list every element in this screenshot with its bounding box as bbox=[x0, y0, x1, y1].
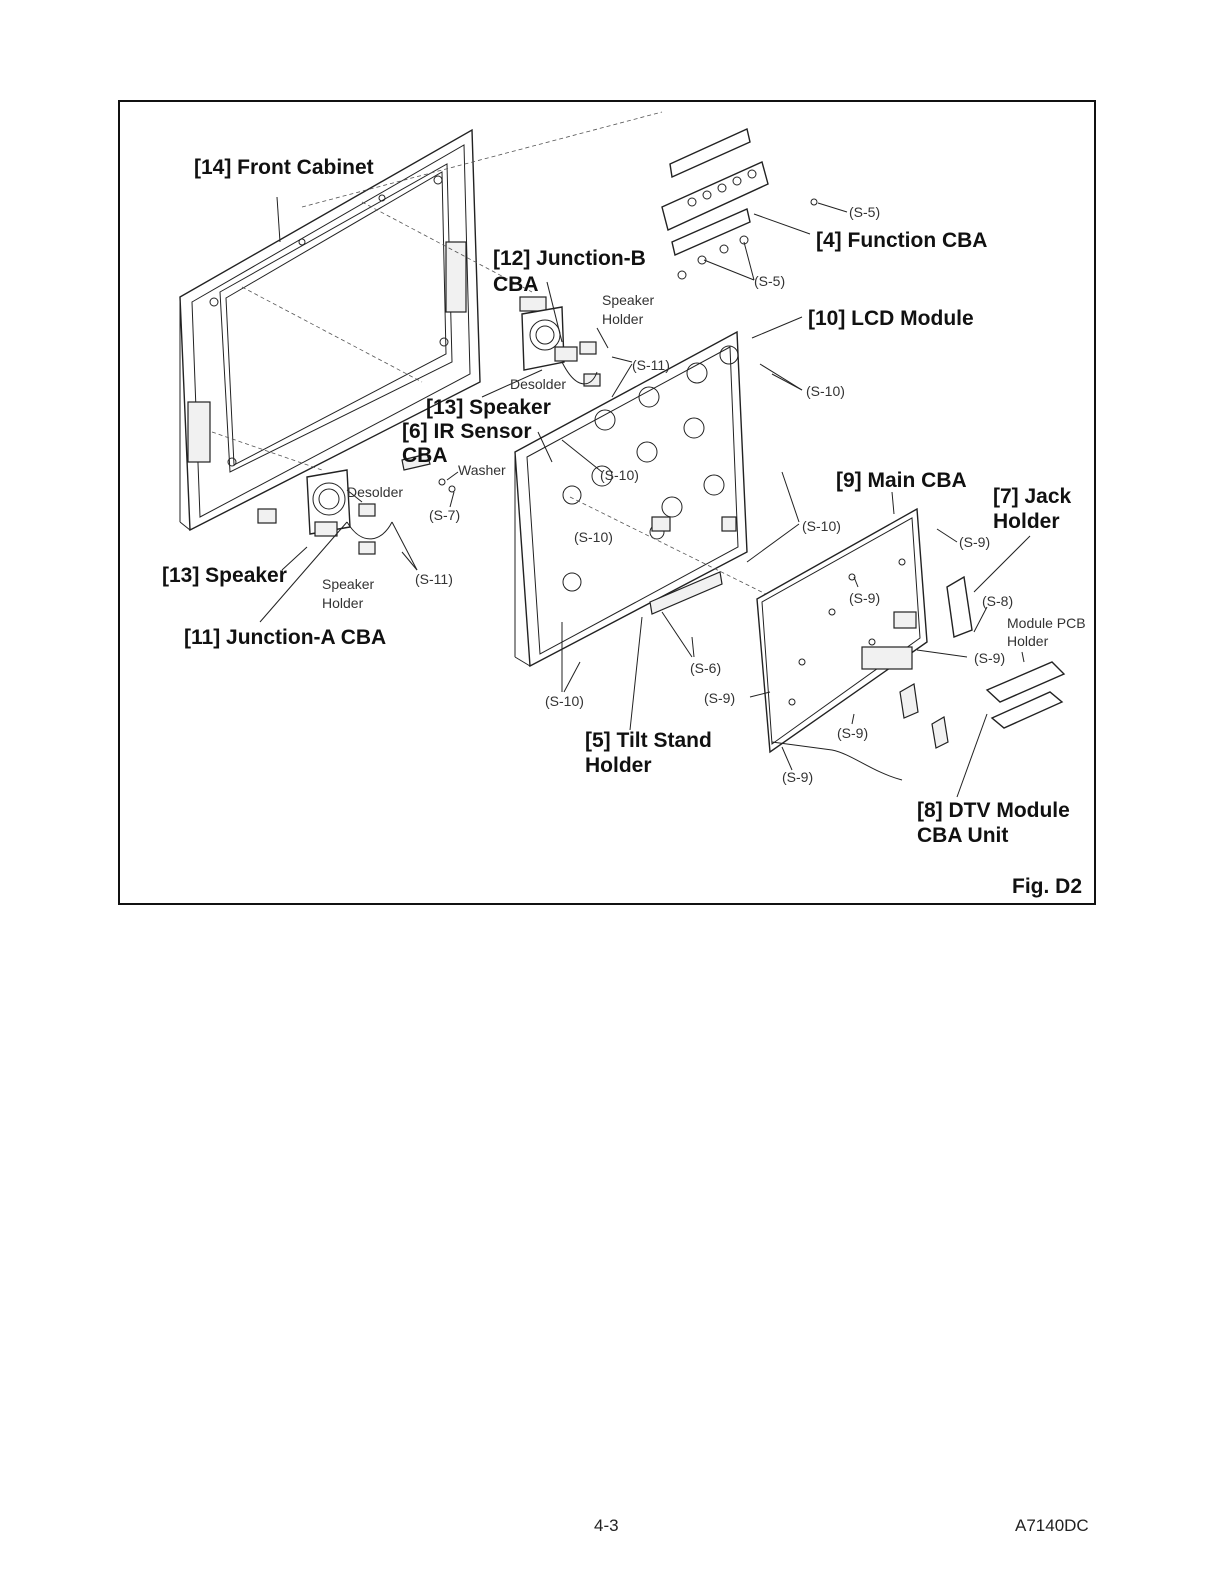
label-tilt-stand-holder-line2: Holder bbox=[585, 754, 652, 777]
callout-s10-left: (S-10) bbox=[574, 529, 613, 545]
page-number: 4-3 bbox=[594, 1516, 619, 1535]
figure-label: Fig. D2 bbox=[1012, 875, 1082, 898]
callout-s7: (S-7) bbox=[429, 507, 460, 523]
callout-desolder-lower: Desolder bbox=[347, 484, 403, 500]
label-main-cba: [9] Main CBA bbox=[836, 469, 967, 492]
callout-s9-b: (S-9) bbox=[849, 590, 880, 606]
callout-s10-right-top: (S-10) bbox=[806, 383, 845, 399]
callout-speaker-holder-upper-line2: Holder bbox=[602, 311, 644, 327]
main-cba-part bbox=[749, 491, 968, 781]
label-dtv-module-line2: CBA Unit bbox=[917, 824, 1008, 847]
callout-s5-bottom: (S-5) bbox=[754, 273, 785, 289]
callout-s11-lower: (S-11) bbox=[415, 571, 453, 587]
label-lcd-module: [10] LCD Module bbox=[808, 307, 974, 330]
ir-sensor-cba-part bbox=[401, 453, 459, 508]
callout-s9-d: (S-9) bbox=[704, 690, 735, 706]
function-cba-part bbox=[661, 128, 848, 281]
front-cabinet-part bbox=[179, 111, 663, 532]
label-front-cabinet: [14] Front Cabinet bbox=[194, 156, 374, 179]
callout-s10-mid: (S-10) bbox=[600, 467, 639, 483]
label-dtv-module-line1: [8] DTV Module bbox=[917, 799, 1070, 822]
lcd-module-part bbox=[514, 316, 803, 731]
label-ir-sensor-cba-line2: CBA bbox=[402, 444, 448, 467]
callout-module-pcb-holder-line1: Module PCB bbox=[1007, 615, 1086, 631]
dtv-module-part bbox=[899, 651, 1066, 798]
callout-speaker-holder-upper-line1: Speaker bbox=[602, 292, 654, 308]
callout-s9-a: (S-9) bbox=[959, 534, 990, 550]
callout-s10-right: (S-10) bbox=[802, 518, 841, 534]
label-speaker-lower: [13] Speaker bbox=[162, 564, 287, 587]
callout-s5-top: (S-5) bbox=[849, 204, 880, 220]
callout-s9-f: (S-9) bbox=[782, 769, 813, 785]
callout-s9-c: (S-9) bbox=[974, 650, 1005, 666]
junction-b-cba-part bbox=[481, 281, 633, 398]
exploded-view-drawing: [14] Front Cabinet [4] Function CBA [12]… bbox=[162, 111, 1086, 898]
callout-s9-e: (S-9) bbox=[837, 725, 868, 741]
junction-a-cba-part bbox=[257, 196, 418, 623]
callout-desolder-upper: Desolder bbox=[510, 376, 566, 392]
callout-s8: (S-8) bbox=[982, 593, 1013, 609]
label-junction-b-cba-line2: CBA bbox=[493, 273, 539, 296]
label-function-cba: [4] Function CBA bbox=[816, 229, 987, 252]
label-junction-a-cba: [11] Junction-A CBA bbox=[184, 626, 386, 649]
callout-speaker-holder-lower-line1: Speaker bbox=[322, 576, 374, 592]
callout-speaker-holder-lower-line2: Holder bbox=[322, 595, 364, 611]
jack-holder-part bbox=[946, 535, 1031, 638]
callout-washer: Washer bbox=[458, 462, 506, 478]
label-speaker-upper: [13] Speaker bbox=[426, 396, 551, 419]
label-jack-holder-line2: Holder bbox=[993, 510, 1060, 533]
label-ir-sensor-cba-line1: [6] IR Sensor bbox=[402, 420, 532, 443]
callout-module-pcb-holder-line2: Holder bbox=[1007, 633, 1049, 649]
label-tilt-stand-holder-line1: [5] Tilt Stand bbox=[585, 729, 712, 752]
label-jack-holder-line1: [7] Jack bbox=[993, 485, 1072, 508]
callout-s10-bottom: (S-10) bbox=[545, 693, 584, 709]
part-labels: [14] Front Cabinet [4] Function CBA [12]… bbox=[162, 156, 1082, 898]
document-code: A7140DC bbox=[1015, 1516, 1089, 1535]
screw-callouts: (S-5) (S-5) Speaker Holder (S-11) Desold… bbox=[322, 204, 1086, 785]
diagram-frame: [14] Front Cabinet [4] Function CBA [12]… bbox=[118, 100, 1096, 905]
callout-s11-upper: (S-11) bbox=[632, 357, 670, 373]
callout-s6: (S-6) bbox=[690, 660, 721, 676]
label-junction-b-cba-line1: [12] Junction-B bbox=[493, 247, 646, 270]
